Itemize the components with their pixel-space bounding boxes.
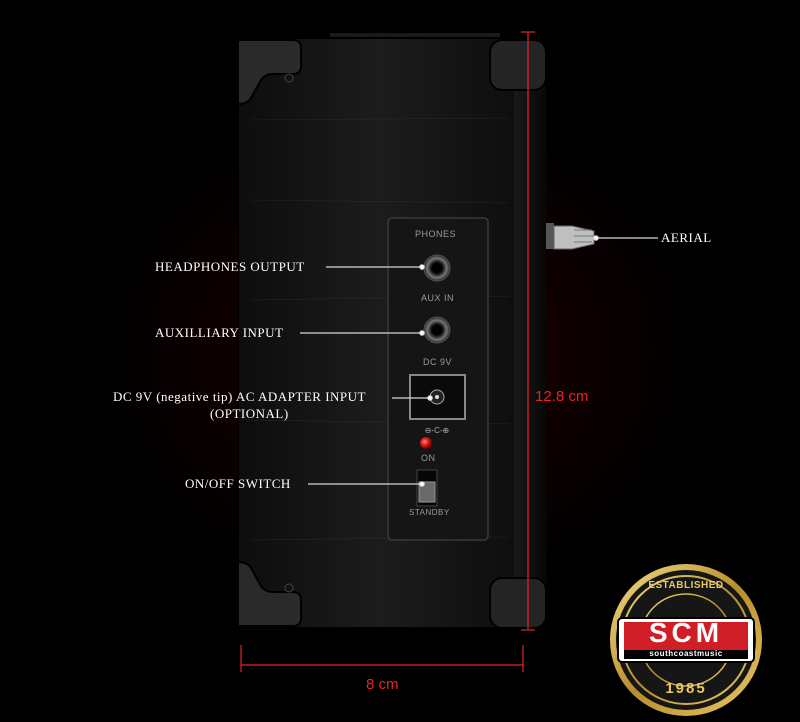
callout-auxilliary-input: AUXILLIARY INPUT — [155, 325, 284, 340]
logo-year-text: 1985 — [665, 680, 707, 697]
corner-bottom-left — [237, 561, 302, 627]
logo-subtitle-text: southcoastmusic — [649, 649, 723, 658]
panel-label-dc: DC 9V — [423, 357, 453, 367]
height-dimension-label: 12.8 cm — [535, 388, 589, 405]
power-switch-toggle — [418, 481, 436, 503]
corner-top-left — [237, 39, 302, 105]
corner-rivet — [284, 583, 294, 593]
panel-label-on: ON — [421, 453, 436, 463]
corner-top-right — [489, 39, 547, 91]
width-dimension-label: 8 cm — [366, 676, 399, 693]
panel-label-phones: PHONES — [415, 229, 457, 239]
aux-jack-hole — [432, 325, 442, 335]
callout-headphones-output: HEADPHONES OUTPUT — [155, 259, 305, 274]
callout-dc-optional: (OPTIONAL) — [210, 406, 289, 421]
panel-label-aux-in: AUX IN — [421, 293, 455, 303]
scm-logo — [610, 564, 762, 716]
callout-dc-adapter-input: DC 9V (negative tip) AC ADAPTER INPUT — [113, 389, 366, 404]
callout-aerial: AERIAL — [661, 230, 712, 245]
logo-established-text: ESTABLISHED — [648, 580, 724, 591]
aerial-base — [546, 223, 554, 249]
headphone-jack-hole — [432, 263, 442, 273]
power-led — [420, 437, 432, 449]
panel-label-standby: STANDBY — [409, 508, 450, 517]
corner-bottom-right — [489, 577, 547, 629]
logo-brand-text: SCM — [648, 617, 724, 648]
callout-on-off-switch: ON/OFF SWITCH — [185, 476, 291, 491]
svg-text:⊖-C-⊕: ⊖-C-⊕ — [425, 426, 450, 435]
corner-rivet — [284, 73, 294, 83]
cabinet-side — [514, 42, 546, 624]
aerial-connector — [553, 225, 595, 250]
